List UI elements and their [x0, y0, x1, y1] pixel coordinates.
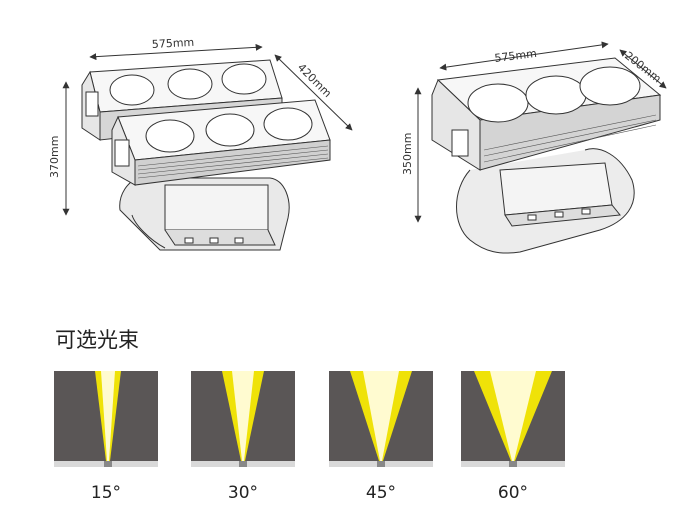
- left-fixture: [81, 59, 331, 251]
- left-height-label: 370mm: [48, 136, 61, 178]
- left-dimensions: [62, 43, 353, 216]
- beam-angle-label: 15°: [90, 483, 122, 503]
- beam-panel-45: [329, 371, 433, 467]
- beam-panel-15: [54, 371, 158, 467]
- right-width-label: 575mm: [494, 47, 538, 65]
- right-dimensions: [414, 41, 667, 223]
- beam-panels: [54, 371, 565, 467]
- right-height-label: 350mm: [401, 133, 414, 175]
- left-width-label: 575mm: [151, 36, 194, 51]
- beam-angle-label: 30°: [227, 483, 259, 503]
- right-fixture: [431, 57, 662, 254]
- beam-section-title: 可选光束: [55, 328, 139, 352]
- beam-angle-label: 45°: [365, 483, 397, 503]
- beam-panel-60: [461, 371, 565, 467]
- beam-angle-label: 60°: [497, 483, 529, 503]
- beam-panel-30: [191, 371, 295, 467]
